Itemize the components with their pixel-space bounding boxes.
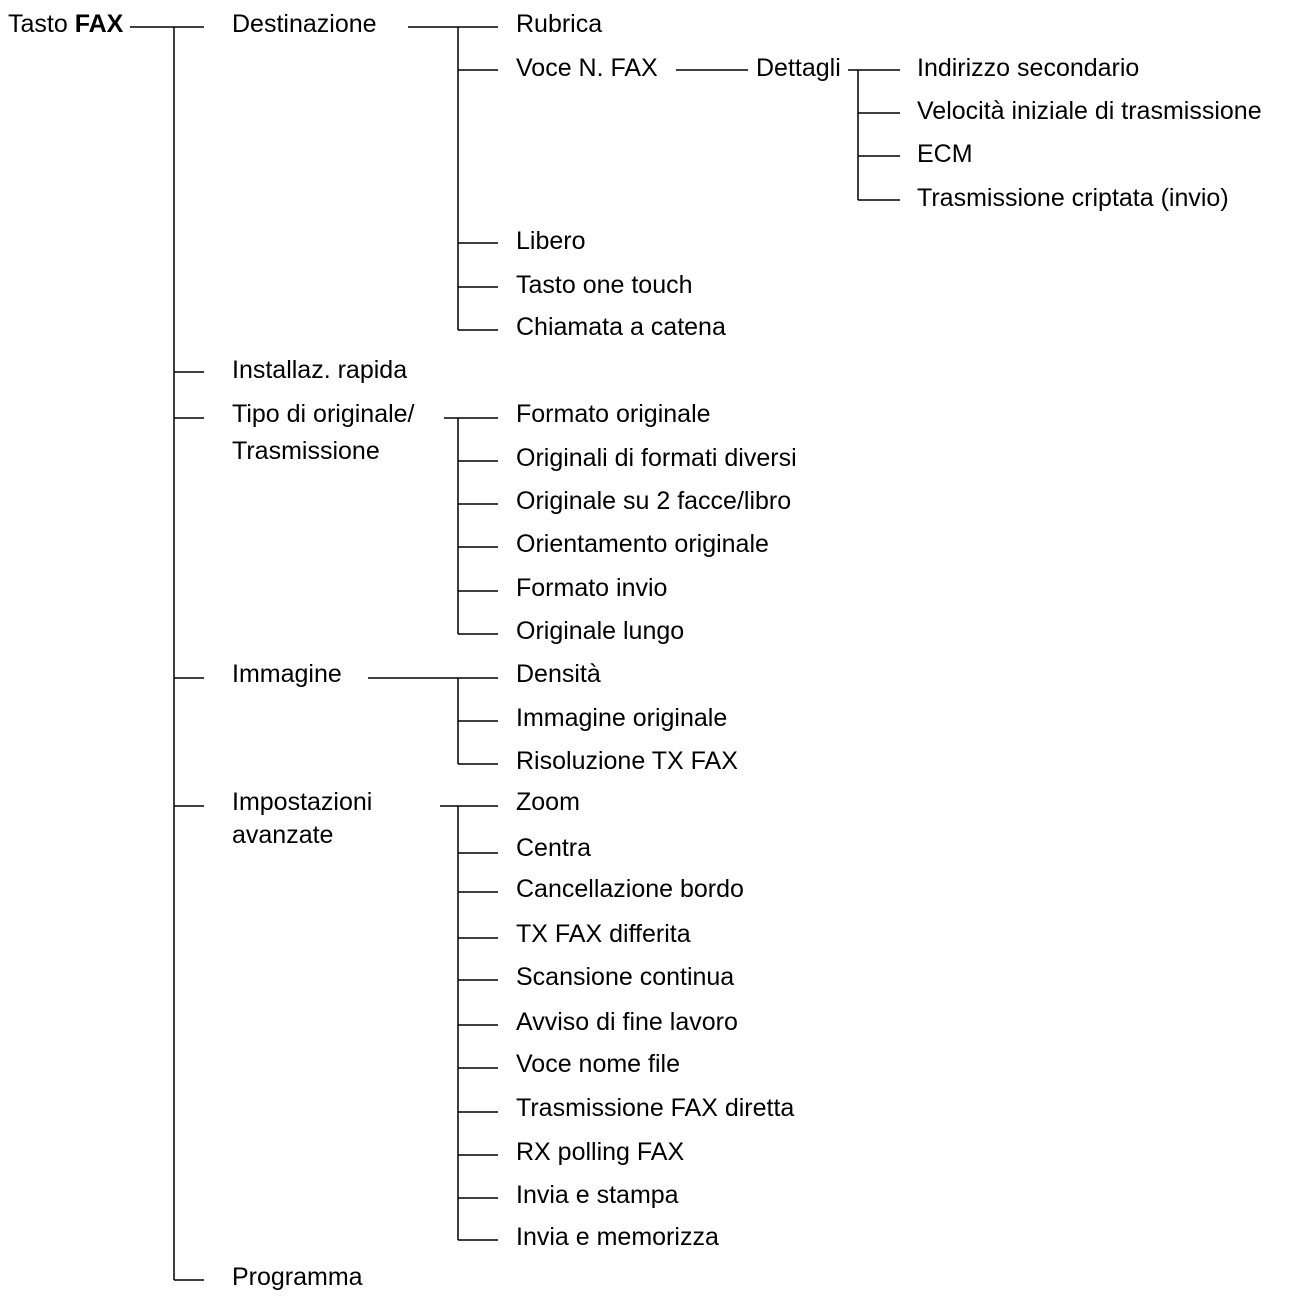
node-impostazioni-line2: avanzate: [232, 821, 334, 849]
node-originale-2-facce: Originale su 2 facce/libro: [516, 487, 792, 515]
node-zoom: Zoom: [516, 788, 580, 816]
node-orientamento-originale: Orientamento originale: [516, 530, 769, 558]
node-installaz-rapida: Installaz. rapida: [232, 356, 408, 384]
root-label: Tasto FAX: [8, 9, 123, 39]
node-impostazioni-line1: Impostazioni: [232, 788, 373, 816]
root-key-fax: FAX: [74, 10, 124, 38]
node-risoluzione-tx-fax: Risoluzione TX FAX: [516, 747, 738, 775]
node-cancellazione-bordo: Cancellazione bordo: [516, 875, 744, 903]
node-densita: Densità: [516, 660, 601, 688]
node-avviso-fine-lavoro: Avviso di fine lavoro: [516, 1008, 738, 1036]
node-tipo-originale-line1: Tipo di originale/: [232, 400, 415, 428]
node-originale-lungo: Originale lungo: [516, 617, 685, 645]
node-rubrica: Rubrica: [516, 10, 603, 38]
node-libero: Libero: [516, 227, 586, 255]
node-chiamata-a-catena: Chiamata a catena: [516, 313, 726, 341]
node-immagine: Immagine: [232, 660, 342, 688]
node-ecm: ECM: [917, 140, 973, 168]
node-tx-fax-differita: TX FAX differita: [516, 920, 691, 948]
node-dettagli: Dettagli: [756, 54, 841, 82]
node-centra: Centra: [516, 834, 592, 862]
node-formato-invio: Formato invio: [516, 574, 668, 602]
node-destinazione: Destinazione: [232, 10, 377, 38]
node-invia-e-stampa: Invia e stampa: [516, 1181, 679, 1209]
node-tasto-one-touch: Tasto one touch: [516, 271, 693, 299]
node-immagine-originale: Immagine originale: [516, 704, 728, 732]
node-scansione-continua: Scansione continua: [516, 963, 735, 991]
node-indirizzo-secondario: Indirizzo secondario: [917, 54, 1140, 82]
node-voce-n-fax: Voce N. FAX: [516, 54, 658, 82]
node-velocita-iniziale: Velocità iniziale di trasmissione: [917, 97, 1262, 125]
node-invia-e-memorizza: Invia e memorizza: [516, 1223, 719, 1251]
node-originali-formati-diversi: Originali di formati diversi: [516, 444, 797, 472]
root-prefix: Tasto: [8, 10, 68, 38]
node-trasmissione-fax-diretta: Trasmissione FAX diretta: [516, 1094, 795, 1122]
node-formato-originale: Formato originale: [516, 400, 711, 428]
node-voce-nome-file: Voce nome file: [516, 1050, 680, 1078]
node-rx-polling-fax: RX polling FAX: [516, 1138, 685, 1166]
node-trasmissione-criptata: Trasmissione criptata (invio): [917, 184, 1229, 212]
node-programma: Programma: [232, 1263, 363, 1291]
node-tipo-originale-line2: Trasmissione: [232, 437, 380, 465]
